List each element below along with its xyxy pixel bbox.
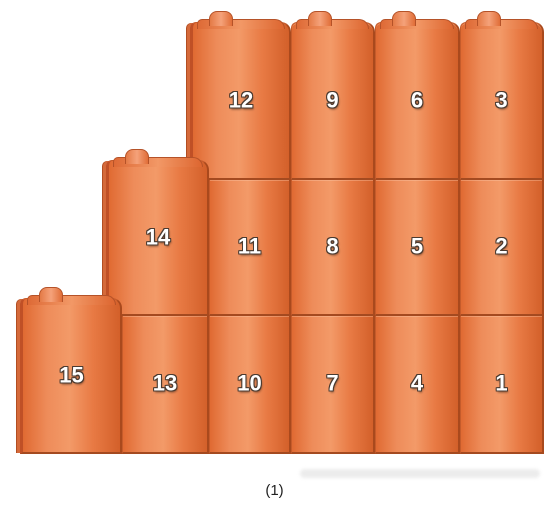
roof-tile-12: 12 (190, 22, 291, 180)
roof-tile-5: 5 (375, 180, 460, 316)
roof-tile-1: 1 (460, 316, 544, 454)
roof-tile-10: 10 (209, 316, 291, 454)
tile-number: 3 (461, 87, 542, 113)
tile-number: 4 (376, 370, 458, 396)
tile-number: 2 (461, 233, 542, 259)
tile-number: 6 (376, 87, 458, 113)
tile-number: 12 (193, 87, 289, 113)
roof-tile-4: 4 (375, 316, 460, 454)
roof-tile-8: 8 (291, 180, 375, 316)
figure-caption: (1) (0, 482, 549, 499)
roof-tile-3: 3 (460, 22, 544, 180)
roof-tile-11: 11 (209, 180, 291, 316)
roof-tile-15: 15 (20, 298, 122, 454)
roof-tile-7: 7 (291, 316, 375, 454)
roof-tile-14: 14 (106, 160, 209, 316)
tile-number: 13 (123, 370, 207, 396)
roof-tile-9: 9 (291, 22, 375, 180)
tile-number: 8 (292, 233, 373, 259)
roof-tile-13: 13 (122, 316, 209, 454)
roof-tile-6: 6 (375, 22, 460, 180)
tile-number: 11 (210, 233, 289, 259)
roof-tile-2: 2 (460, 180, 544, 316)
tile-number: 5 (376, 233, 458, 259)
tile-number: 9 (292, 87, 373, 113)
tile-number: 1 (461, 370, 542, 396)
tile-number: 15 (23, 362, 120, 388)
tile-number: 14 (109, 224, 207, 250)
tile-number: 7 (292, 370, 373, 396)
tile-number: 10 (210, 370, 289, 396)
background-text-line (300, 469, 540, 478)
